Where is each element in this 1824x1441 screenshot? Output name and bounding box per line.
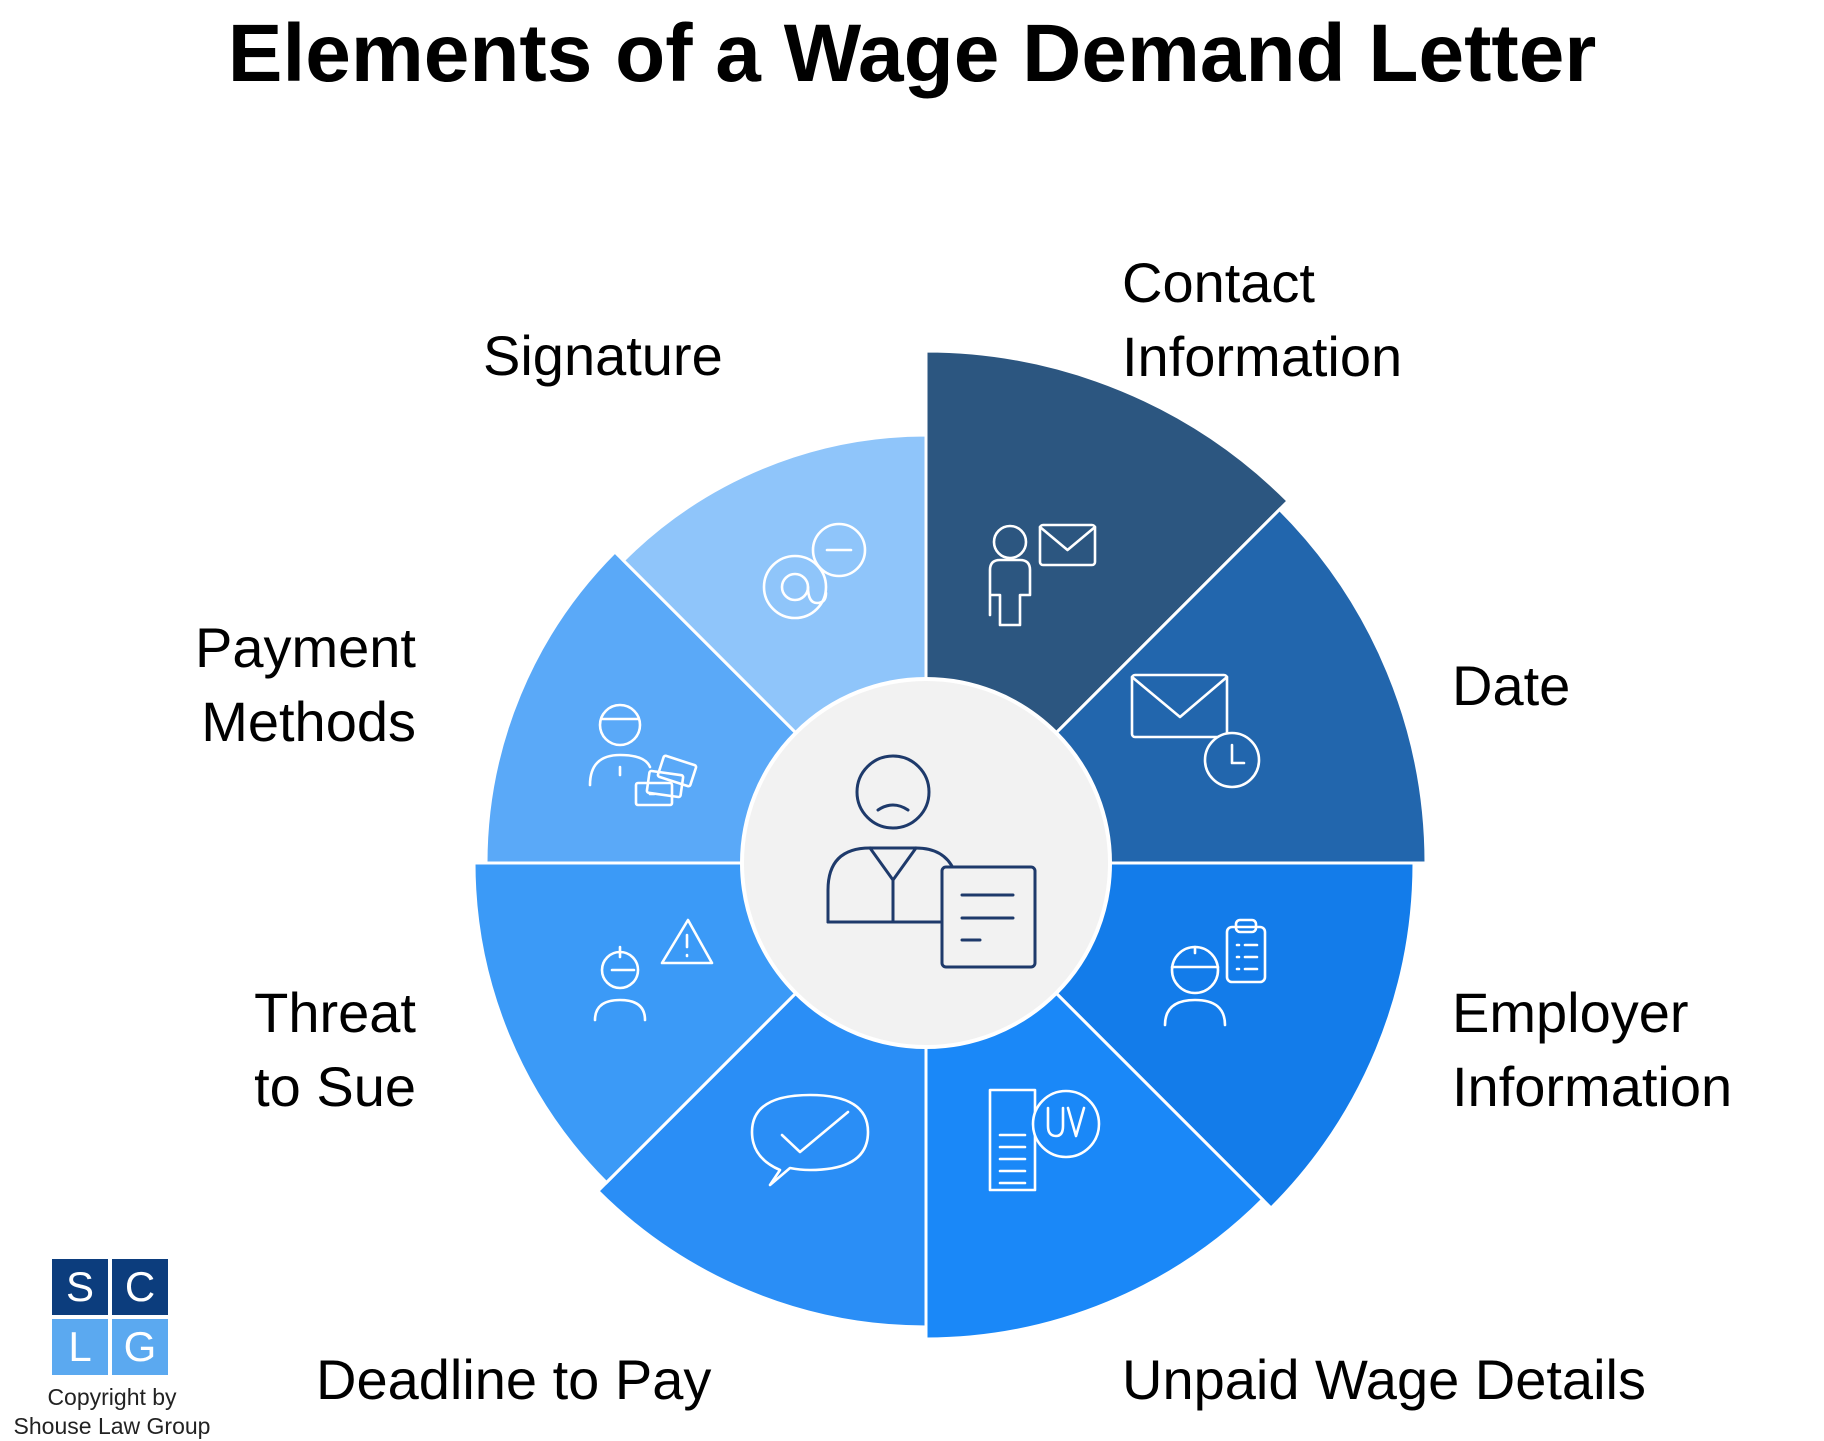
label-payment-methods: Payment Methods: [195, 616, 416, 753]
at-sign-minus-icon: [762, 522, 867, 620]
copyright-text: Copyright by Shouse Law Group: [13, 1384, 211, 1439]
label-contact-information: Contact Information: [1122, 251, 1403, 388]
person-envelope-icon: [988, 523, 1097, 627]
label-signature: Signature: [483, 324, 723, 387]
logo-letter-g: G: [112, 1319, 168, 1375]
person-with-document-icon: [826, 754, 1037, 969]
logo-letter-l: L: [52, 1319, 108, 1375]
label-threat-to-sue: Threat to Sue: [254, 981, 416, 1118]
worker-clipboard-icon: [1163, 918, 1267, 1027]
envelope-clock-icon: [1130, 673, 1261, 789]
label-unpaid-wage-details: Unpaid Wage Details: [1122, 1348, 1646, 1411]
page-title: Elements of a Wage Demand Letter: [227, 8, 1597, 99]
person-cards-icon: [588, 703, 698, 807]
chat-check-icon: [750, 1093, 870, 1187]
center-hub: [740, 677, 1112, 1049]
logo-letter-c: C: [112, 1259, 168, 1315]
sclg-logo: S C L G: [52, 1259, 170, 1377]
person-warning-icon: [593, 918, 714, 1022]
label-date: Date: [1452, 654, 1571, 717]
logo-letter-s: S: [52, 1259, 108, 1315]
document-uv-badge-icon: [988, 1088, 1101, 1192]
label-employer-information: Employer Information: [1452, 981, 1733, 1118]
label-deadline-to-pay: Deadline to Pay: [316, 1348, 712, 1411]
